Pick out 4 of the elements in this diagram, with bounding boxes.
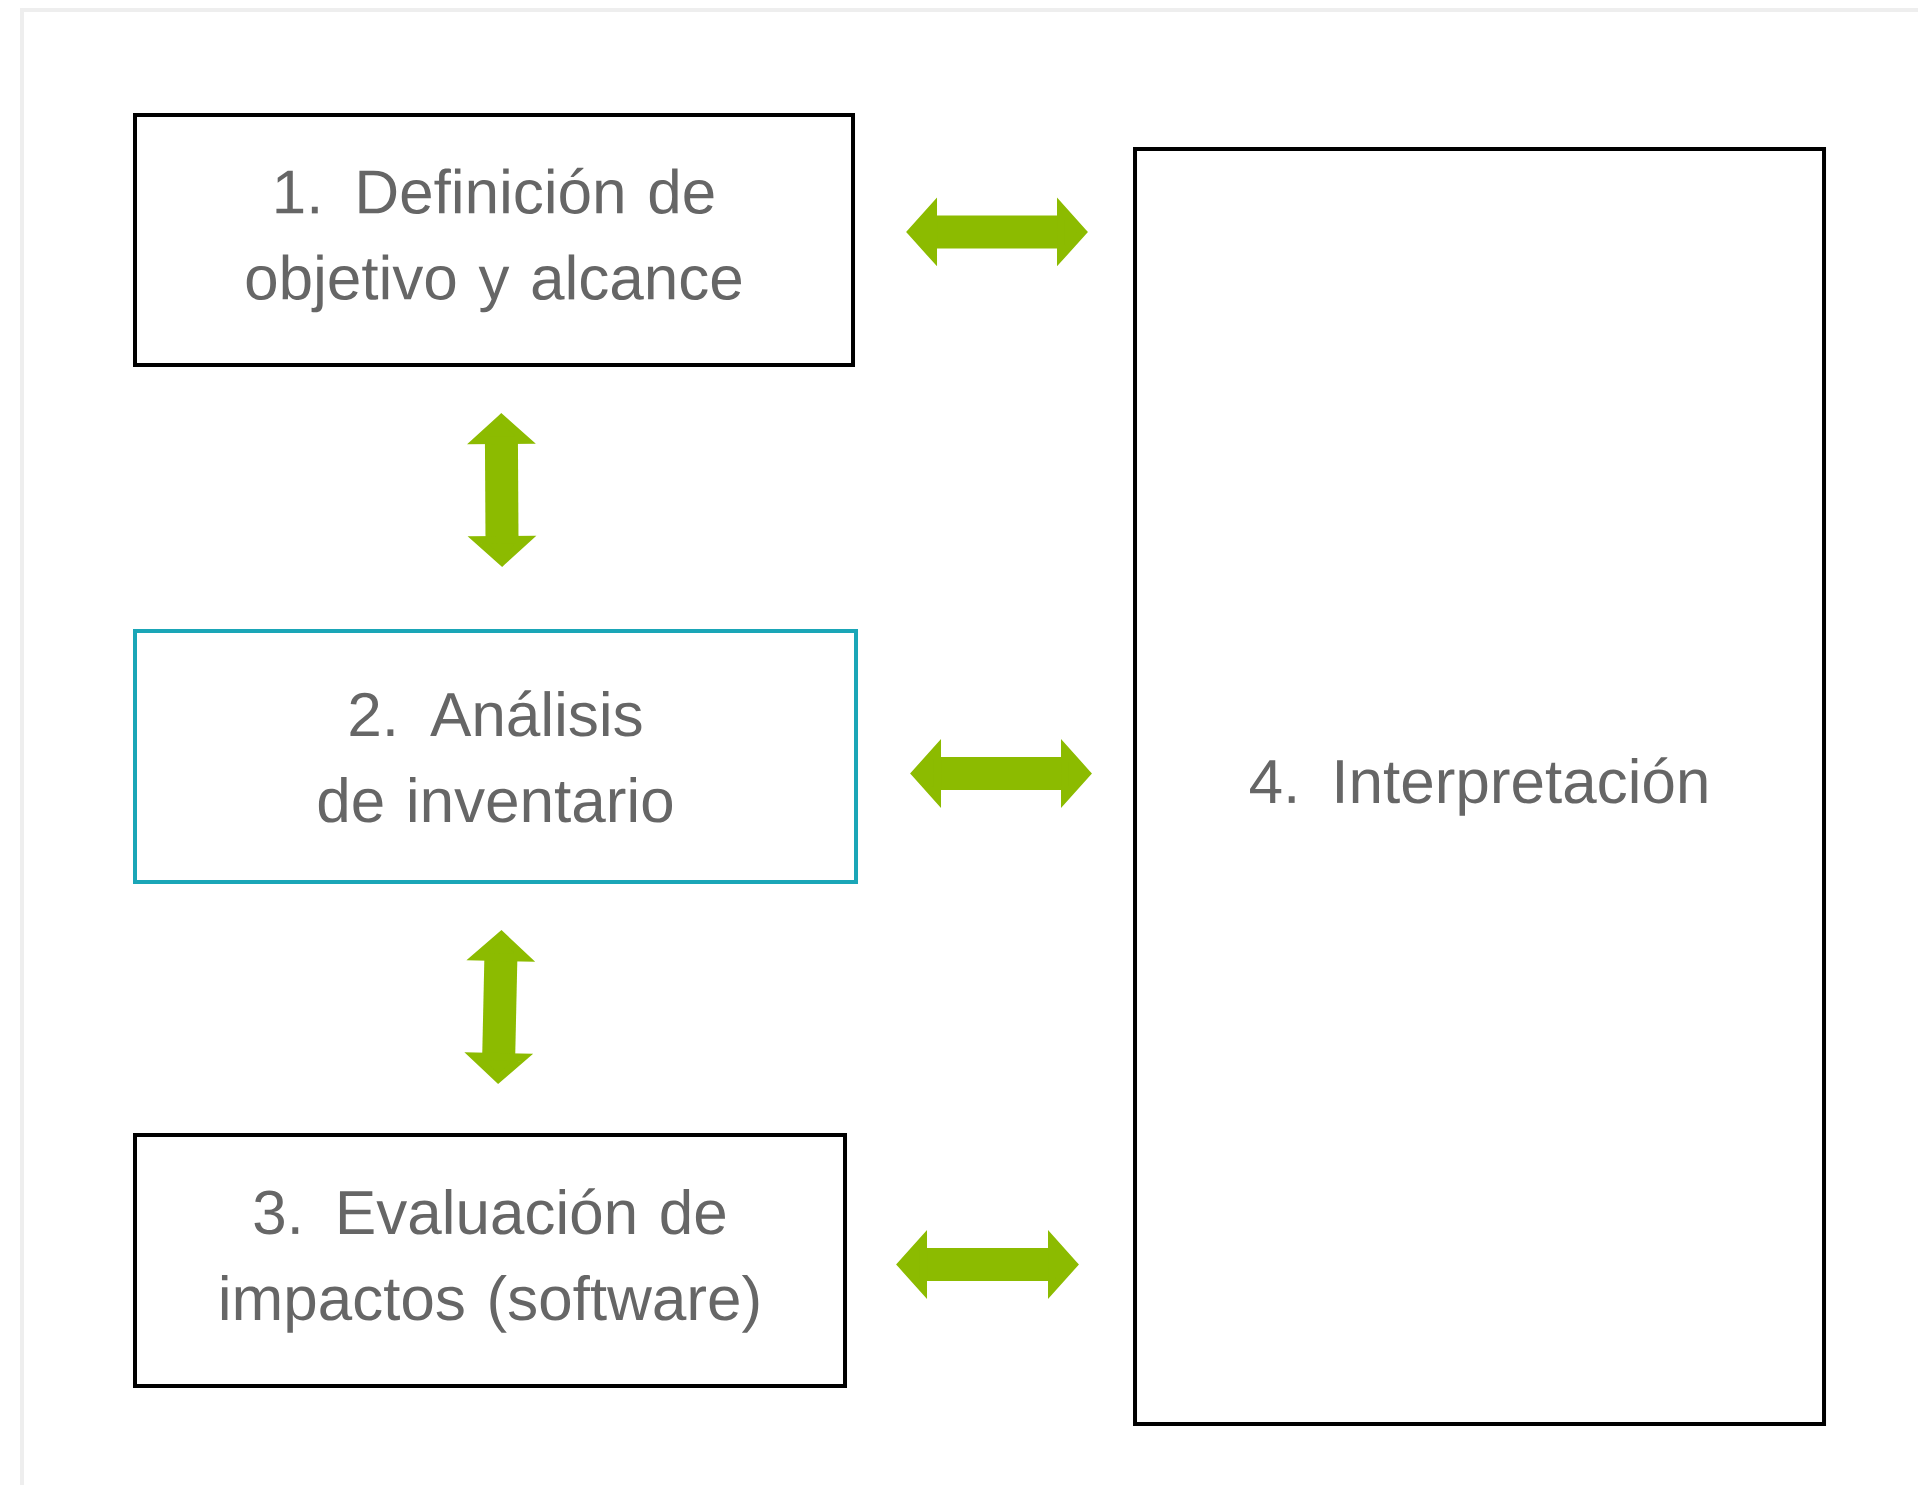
process-box: 1. Definición de objetivo y alcance: [133, 113, 855, 367]
process-box: 3. Evaluación de impactos (software): [133, 1133, 847, 1388]
process-box: 4. Interpretación: [1133, 147, 1827, 1426]
process-box: 2. Análisis de inventario: [133, 629, 858, 884]
